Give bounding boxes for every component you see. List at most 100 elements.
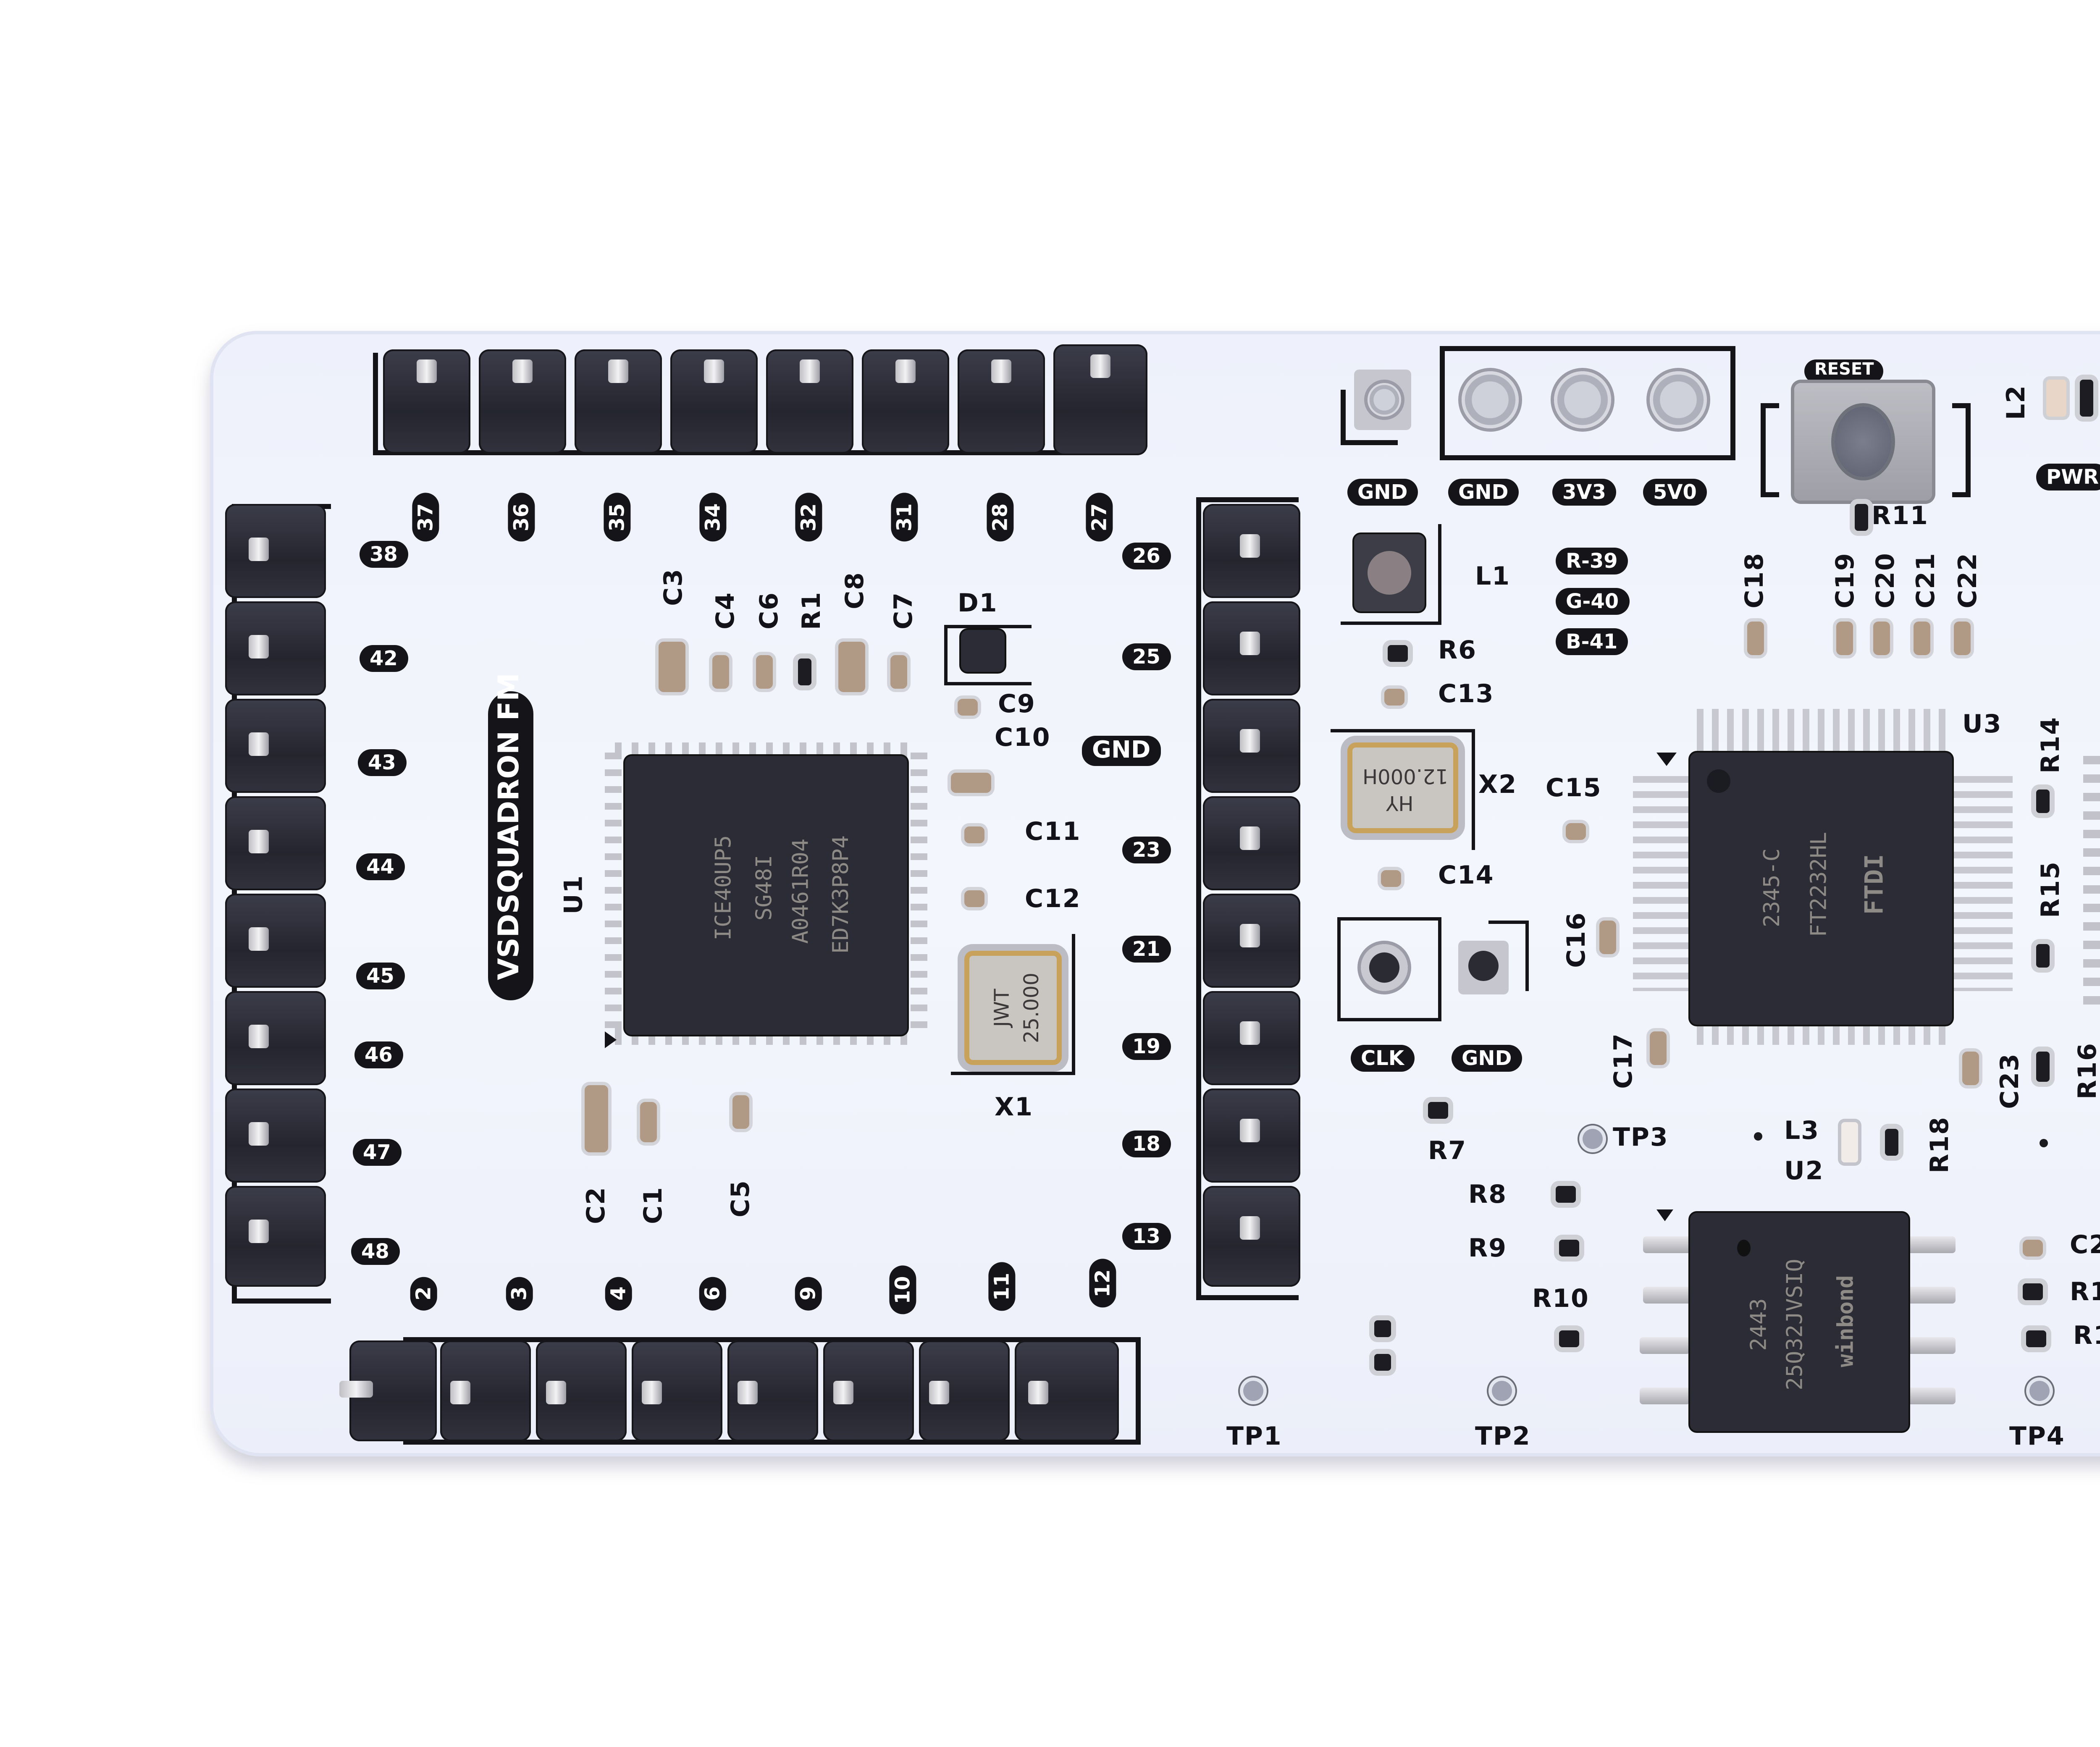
ref-label: C13 bbox=[1438, 679, 1494, 709]
ref-label: C10 bbox=[995, 722, 1051, 753]
resistor bbox=[2026, 1330, 2046, 1347]
pin-label: 44 bbox=[356, 853, 404, 880]
resistor bbox=[2080, 380, 2093, 417]
ref-label: C24 bbox=[2070, 1230, 2100, 1260]
x1-marking-line: 25.000 bbox=[1020, 973, 1043, 1043]
power-header-hole[interactable] bbox=[1462, 371, 1519, 428]
header-pin[interactable] bbox=[225, 504, 326, 598]
pin-label: 46 bbox=[354, 1041, 403, 1068]
capacitor bbox=[640, 1102, 657, 1142]
ref-label: C9 bbox=[998, 689, 1036, 719]
via bbox=[1754, 1132, 1762, 1141]
power-header-hole[interactable] bbox=[1368, 383, 1401, 417]
header-pin[interactable] bbox=[1203, 894, 1300, 988]
header-pin[interactable] bbox=[727, 1340, 818, 1441]
header-pin[interactable] bbox=[1203, 1089, 1300, 1183]
header-pin[interactable] bbox=[225, 1186, 326, 1287]
header-pin[interactable] bbox=[632, 1340, 722, 1441]
esd-diode bbox=[1374, 1354, 1391, 1371]
ref-label: R1 bbox=[796, 591, 827, 630]
pin-label: 10 bbox=[889, 1266, 916, 1314]
rgb-label: B-41 bbox=[1556, 628, 1628, 655]
test-point[interactable] bbox=[1243, 1381, 1263, 1401]
header-pin[interactable] bbox=[1053, 344, 1147, 455]
pwr-label: PWR bbox=[2036, 464, 2100, 491]
header-pin[interactable] bbox=[823, 1340, 914, 1441]
u2-marking-line: 25Q32JVSIQ bbox=[1783, 1259, 1809, 1390]
power-header-hole[interactable] bbox=[1650, 371, 1707, 428]
clk-header-outline bbox=[1337, 917, 1441, 1021]
u2-marking-line: 2443 bbox=[1747, 1298, 1773, 1351]
capacitor bbox=[1954, 622, 1971, 655]
header-pin[interactable] bbox=[225, 991, 326, 1085]
ref-label: R15 bbox=[2035, 861, 2066, 918]
power-pin-label: 3V3 bbox=[1552, 479, 1616, 506]
header-pin[interactable] bbox=[225, 894, 326, 988]
resistor bbox=[1559, 1240, 1579, 1256]
ref-label: U3 bbox=[1962, 709, 2002, 739]
resistor bbox=[1556, 1186, 1576, 1203]
header-pin[interactable] bbox=[383, 349, 470, 454]
ref-label: C6 bbox=[753, 592, 784, 630]
header-pin[interactable] bbox=[479, 349, 566, 454]
header-pin[interactable] bbox=[1203, 601, 1300, 695]
test-point[interactable] bbox=[1492, 1381, 1512, 1401]
power-header-hole[interactable] bbox=[1554, 371, 1611, 428]
pin-label: 27 bbox=[1086, 493, 1113, 542]
header-pin[interactable] bbox=[575, 349, 662, 454]
ref-label: C12 bbox=[1025, 884, 1081, 914]
header-pin[interactable] bbox=[1015, 1340, 1119, 1441]
header-pin[interactable] bbox=[1203, 699, 1300, 793]
pin-label: 25 bbox=[1122, 643, 1171, 670]
clk-hole[interactable] bbox=[1361, 944, 1408, 991]
x1-marking-line: JWT bbox=[990, 989, 1014, 1027]
capacitor bbox=[2023, 1240, 2043, 1256]
ref-label: C21 bbox=[1910, 552, 1941, 609]
header-pin[interactable] bbox=[536, 1340, 627, 1441]
header-pin[interactable] bbox=[958, 349, 1045, 454]
reset-button-cap[interactable] bbox=[1835, 407, 1892, 477]
u3-marking-line: 2345-C bbox=[1760, 848, 1786, 927]
x1-outline bbox=[951, 934, 1075, 1075]
test-point[interactable] bbox=[1583, 1129, 1603, 1149]
header-pin[interactable] bbox=[339, 1340, 437, 1441]
header-pin[interactable] bbox=[670, 349, 758, 454]
resistor bbox=[2036, 944, 2050, 968]
capacitor bbox=[1384, 689, 1404, 706]
ref-label: C3 bbox=[658, 568, 688, 606]
header-pin[interactable] bbox=[919, 1340, 1010, 1441]
header-pin[interactable] bbox=[1203, 796, 1300, 890]
test-point[interactable] bbox=[2029, 1381, 2050, 1401]
capacitor bbox=[1836, 622, 1853, 655]
header-pin[interactable] bbox=[225, 796, 326, 890]
capacitor bbox=[951, 773, 991, 793]
header-pin[interactable] bbox=[225, 699, 326, 793]
reset-button[interactable] bbox=[1794, 383, 1932, 501]
ref-label: L3 bbox=[1784, 1115, 1819, 1146]
capacitor bbox=[756, 655, 773, 689]
pin-label: 13 bbox=[1122, 1223, 1171, 1250]
ref-label: TP4 bbox=[2009, 1421, 2065, 1451]
ref-label: R7 bbox=[1428, 1136, 1467, 1166]
header-pin[interactable] bbox=[1203, 991, 1300, 1085]
ref-label: C16 bbox=[1561, 912, 1591, 968]
pin-label: 28 bbox=[987, 493, 1014, 542]
ref-label: C7 bbox=[888, 592, 919, 630]
u1-marking-line: ED7K3P8P4 bbox=[829, 835, 855, 954]
header-pin[interactable] bbox=[862, 349, 949, 454]
pin-label: 18 bbox=[1122, 1131, 1171, 1157]
ref-label: C15 bbox=[1546, 773, 1602, 803]
capacitor bbox=[838, 642, 865, 692]
capacitor bbox=[1914, 622, 1930, 655]
clk-label: CLK bbox=[1351, 1045, 1415, 1072]
header-pin[interactable] bbox=[225, 1089, 326, 1183]
header-pin[interactable] bbox=[225, 601, 326, 695]
right-header-outline bbox=[1196, 497, 1299, 1300]
capacitor bbox=[732, 1095, 749, 1129]
header-pin[interactable] bbox=[1203, 504, 1300, 598]
x2-marking-line: HY bbox=[1386, 791, 1414, 815]
header-pin[interactable] bbox=[1203, 1186, 1300, 1287]
header-pin[interactable] bbox=[766, 349, 853, 454]
ref-label: D1 bbox=[958, 588, 998, 618]
header-pin[interactable] bbox=[440, 1340, 531, 1441]
